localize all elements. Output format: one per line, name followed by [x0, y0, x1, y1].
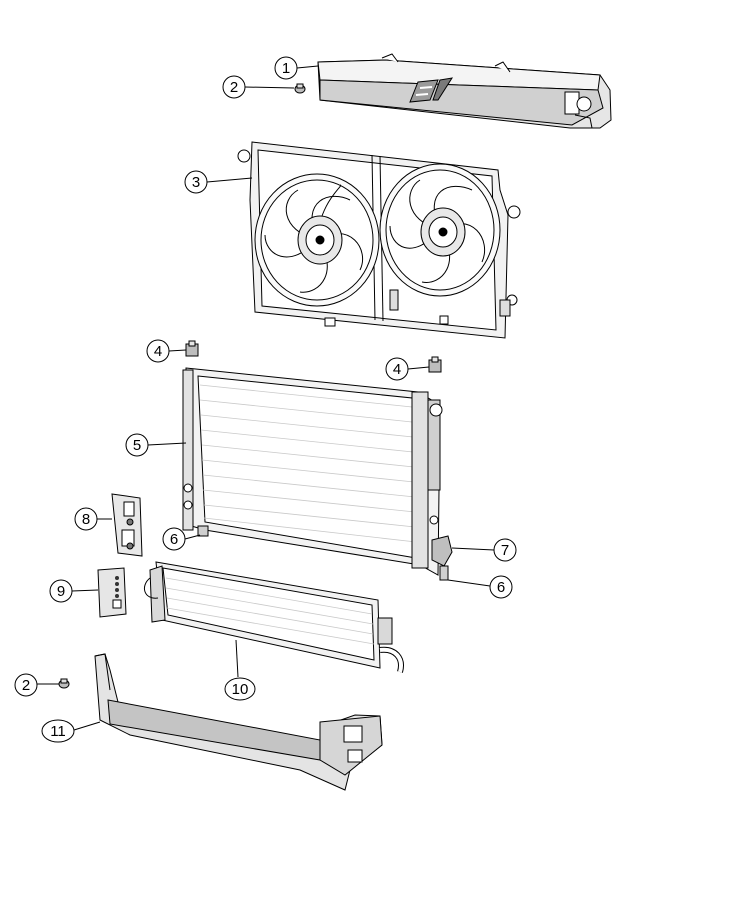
- auxiliary-cooler: [144, 562, 401, 672]
- callout-5: 5: [125, 433, 187, 457]
- radiator-isolator-right: [429, 357, 441, 372]
- callout-6-left-label: 6: [170, 531, 178, 548]
- ev-logo-icon: [410, 78, 452, 102]
- callout-2-upper: 2: [222, 75, 295, 99]
- callout-1: 1: [274, 56, 319, 80]
- upper-air-shield: [318, 54, 611, 128]
- callout-11-label: 11: [50, 723, 66, 740]
- lower-air-deflector: [95, 654, 382, 790]
- radiator-isolator-left: [186, 341, 198, 356]
- callout-4-right-label: 4: [393, 361, 401, 378]
- callout-6-right-label: 6: [497, 579, 505, 596]
- callout-4-left-label: 4: [154, 343, 162, 360]
- callout-2-lower: 2: [14, 673, 59, 697]
- callout-10: 10: [224, 639, 256, 701]
- control-module: [98, 568, 126, 617]
- callout-2-upper-label: 2: [230, 79, 238, 96]
- callout-6-right: 6: [447, 575, 513, 599]
- radiator-drain-fitting: [432, 536, 452, 566]
- dual-fan-module: [238, 142, 520, 338]
- callout-6-left: 6: [162, 527, 201, 551]
- radiator: [183, 368, 442, 575]
- right-fan-icon: [380, 164, 500, 296]
- callout-8: 8: [74, 507, 112, 531]
- callout-9: 9: [49, 579, 99, 603]
- callout-11: 11: [41, 719, 101, 743]
- left-fan-icon: [255, 174, 379, 306]
- callout-3: 3: [184, 170, 253, 194]
- push-pin-clip-lower: [59, 679, 69, 688]
- callout-1-label: 1: [282, 60, 290, 77]
- radiator-bracket-right: [440, 566, 448, 580]
- push-pin-clip-upper: [295, 84, 305, 93]
- mounting-bracket: [112, 494, 142, 556]
- callout-8-label: 8: [82, 511, 90, 528]
- callout-7-label: 7: [501, 542, 509, 559]
- radiator-bracket-left: [198, 526, 208, 536]
- callout-9-label: 9: [57, 583, 65, 600]
- callout-5-label: 5: [133, 437, 141, 454]
- callout-7: 7: [451, 538, 517, 562]
- callout-4-right: 4: [385, 357, 430, 381]
- callout-4-left: 4: [146, 339, 187, 363]
- callout-2-lower-label: 2: [22, 677, 30, 694]
- callout-3-label: 3: [192, 174, 200, 191]
- callout-10-label: 10: [232, 681, 249, 698]
